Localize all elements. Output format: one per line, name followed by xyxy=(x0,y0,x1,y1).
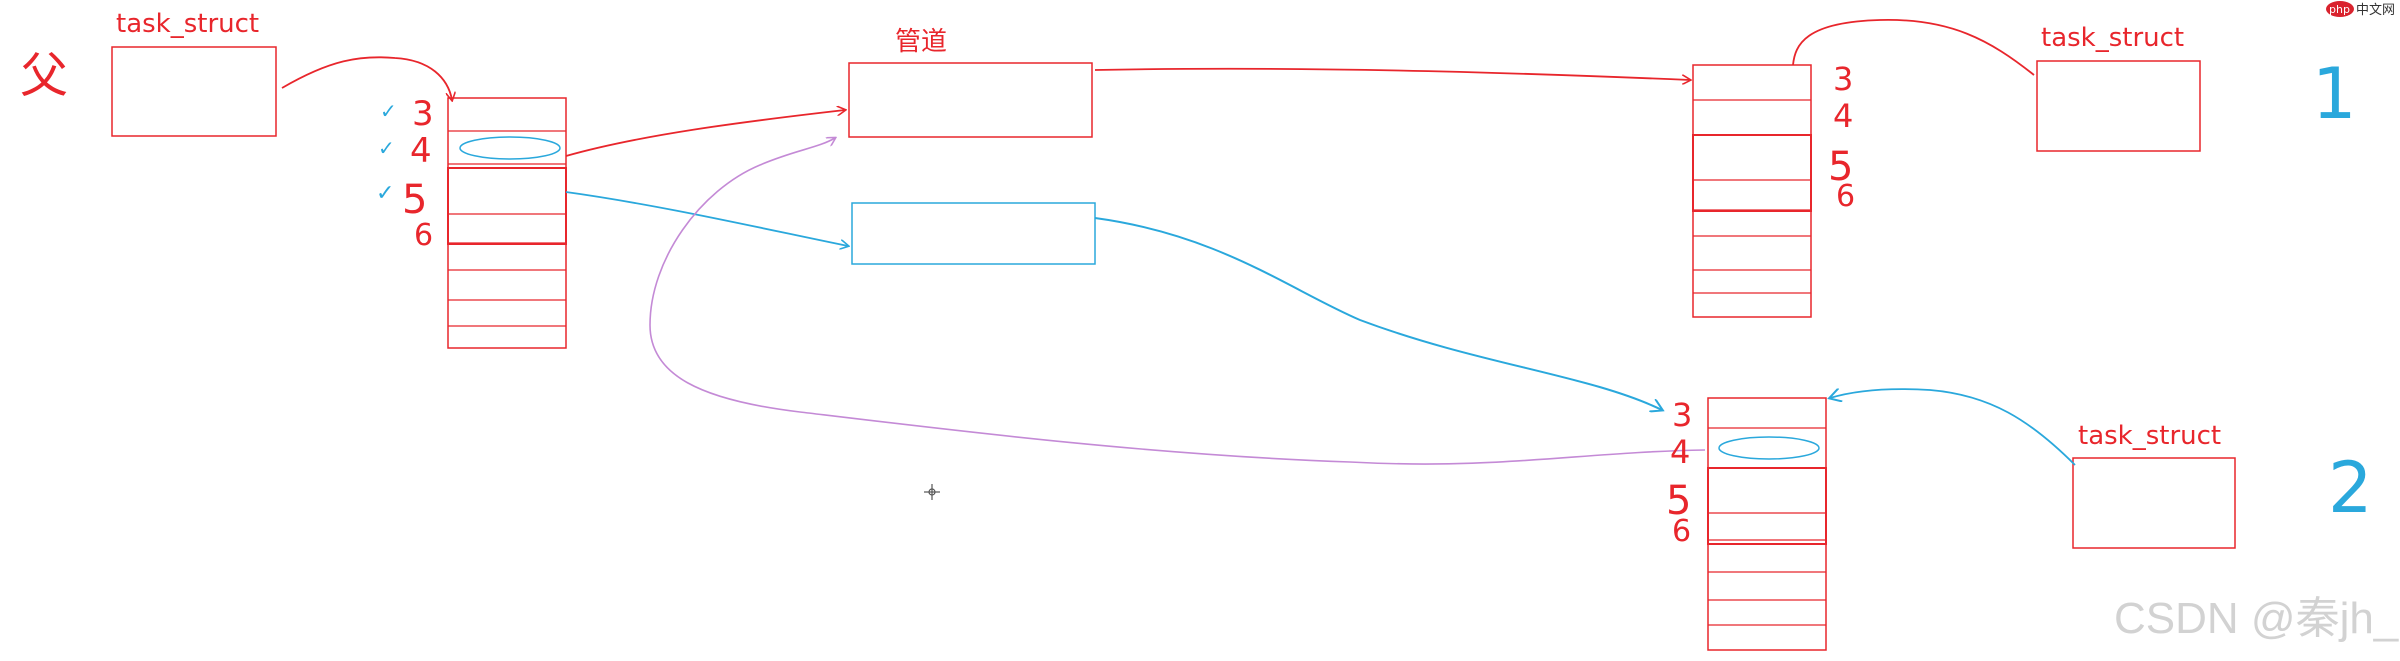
check-mark-icon: ✓ xyxy=(376,181,394,206)
child2-task-to-fd-arrow xyxy=(1830,389,2076,466)
pipe-to-child1-arrow xyxy=(1094,67,1690,80)
child2-fd-5: 5 xyxy=(1666,478,1691,524)
check-mark-icon: ✓ xyxy=(378,136,395,160)
pipe-label: 管道 xyxy=(895,27,947,57)
parent-fd-table xyxy=(447,97,567,349)
pipe-to-child2-arrow xyxy=(1094,217,1662,410)
parent-fd4-to-pipe-arrow xyxy=(565,110,845,157)
child1-fd-6: 6 xyxy=(1836,179,1855,214)
check-mark-icon: ✓ xyxy=(380,99,397,123)
child2-mark: 2 xyxy=(2328,447,2373,529)
parent-task-struct-label: task_struct xyxy=(116,9,259,39)
parent-task-struct-box xyxy=(111,46,277,137)
child2-fd4-ellipse xyxy=(1718,436,1820,460)
parent-task-to-fd-arrow xyxy=(281,56,452,100)
child1-task-struct-box xyxy=(2036,60,2201,152)
child2-task-struct-box xyxy=(2072,457,2236,549)
child2-fd-table xyxy=(1707,397,1827,651)
cursor-crosshair-icon xyxy=(924,484,940,500)
parent-fd-4: 4 xyxy=(410,131,432,171)
php-cn-logo: php 中文网 xyxy=(2326,1,2395,18)
svg-text:php: php xyxy=(2329,3,2350,16)
child1-task-to-fd-line xyxy=(1792,19,2035,76)
parent-fd-3: 3 xyxy=(412,94,434,134)
child2-fd-3: 3 xyxy=(1672,396,1692,434)
child1-fd-table xyxy=(1692,64,1812,318)
parent-fd-6: 6 xyxy=(414,218,433,253)
parent-fd4-ellipse xyxy=(459,136,561,160)
child1-fd-3: 3 xyxy=(1833,60,1853,98)
csdn-watermark: CSDN @秦jh_ xyxy=(2114,594,2399,643)
parent-mark: 父 xyxy=(20,48,68,104)
pipe-read-buffer-box xyxy=(851,202,1096,265)
child2-fd-4: 4 xyxy=(1670,433,1690,471)
child2-fd4-to-pipe-arrow xyxy=(649,138,1706,465)
child1-fd-5: 5 xyxy=(1828,144,1853,190)
parent-fd-5: 5 xyxy=(402,177,427,223)
child2-fd-6: 6 xyxy=(1672,514,1691,549)
child2-task-struct-label: task_struct xyxy=(2078,421,2221,451)
child1-mark: 1 xyxy=(2312,53,2357,135)
child1-fd-4: 4 xyxy=(1833,97,1853,135)
svg-text:中文网: 中文网 xyxy=(2356,3,2395,18)
parent-fd5-to-pipe-arrow xyxy=(565,191,848,246)
pipe-write-buffer-box xyxy=(848,62,1093,138)
child1-task-struct-label: task_struct xyxy=(2041,23,2184,53)
